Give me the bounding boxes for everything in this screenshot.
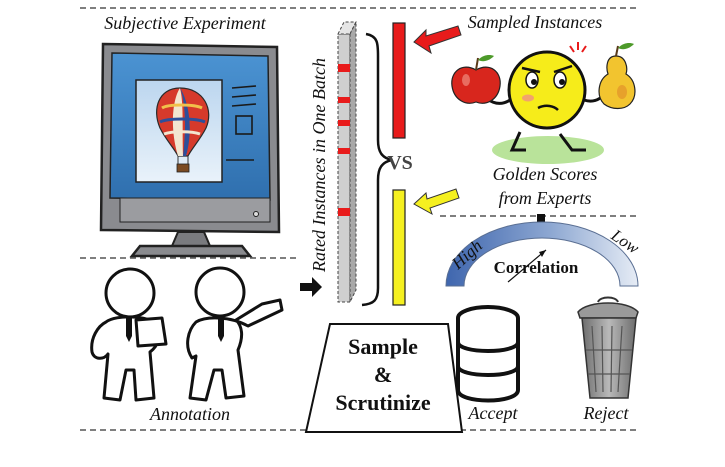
trash-can-icon: [577, 296, 639, 399]
golden-scores-bar: [392, 189, 406, 306]
apple-icon: [451, 55, 501, 104]
sampled-instances-bar: [392, 22, 406, 139]
correlation-gauge: [445, 221, 639, 287]
reject-label: Reject: [583, 403, 630, 423]
arrow-to-batch-icon: [300, 277, 322, 297]
emoji-icon: [482, 42, 608, 164]
golden-scores-label-line2: from Experts: [499, 188, 592, 208]
rated-instances-batch: [337, 21, 357, 303]
subjective-experiment-label: Subjective Experiment: [104, 13, 266, 33]
hot-air-balloon-icon: [156, 87, 210, 173]
ampersand-label: &: [374, 362, 392, 387]
golden-scores-label-line1: Golden Scores: [493, 164, 598, 184]
sample-scrutinize-box: [304, 323, 464, 433]
red-arrow-icon: [413, 25, 462, 55]
vs-label: VS: [387, 152, 413, 174]
pear-icon: [598, 43, 636, 110]
accept-label: Accept: [468, 403, 519, 423]
scrutinize-label: Scrutinize: [335, 390, 431, 415]
person-icon: [186, 266, 284, 402]
correlation-label: Correlation: [494, 258, 579, 277]
sample-label: Sample: [348, 334, 418, 359]
database-icon: [456, 305, 520, 403]
rated-instances-label: Rated Instances in One Batch: [309, 58, 329, 273]
sampled-instances-label: Sampled Instances: [468, 12, 602, 32]
yellow-arrow-icon: [413, 188, 460, 216]
annotation-label: Annotation: [149, 404, 230, 424]
brace-icon: [361, 32, 393, 307]
person-icon: [90, 267, 168, 402]
